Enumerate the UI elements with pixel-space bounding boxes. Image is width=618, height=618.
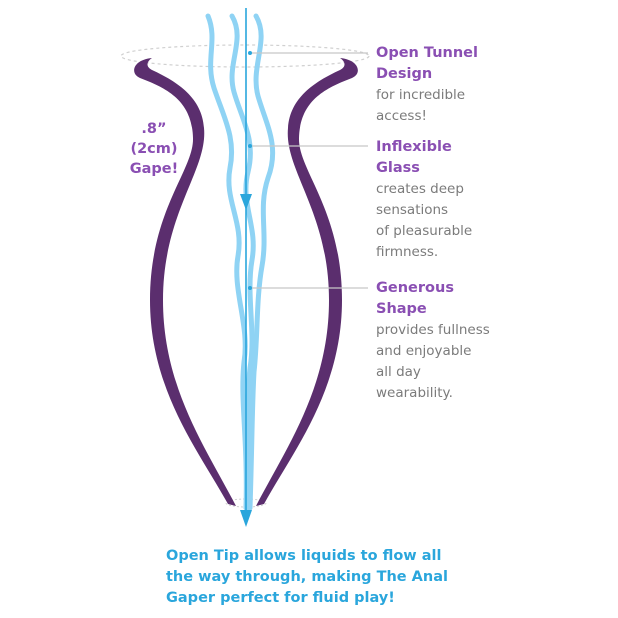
- gape-line-2: (2cm): [130, 141, 178, 157]
- gape-line-1: .8”: [141, 121, 167, 137]
- leader-dots: [248, 51, 252, 290]
- callout-desc: creates deep: [376, 181, 464, 197]
- gape-label: .8” (2cm) Gape!: [118, 119, 190, 179]
- callout-desc: firmness.: [376, 244, 439, 260]
- callout-desc: sensations: [376, 202, 449, 218]
- callout-desc: and enjoyable: [376, 343, 472, 359]
- open-tip-caption: Open Tip allows liquids to flow all the …: [166, 546, 466, 609]
- callout-desc: for incredible: [376, 87, 466, 103]
- tip-line: the way through, making The Anal: [166, 569, 448, 585]
- leader-lines: [250, 52, 368, 289]
- callout-desc: access!: [376, 108, 427, 124]
- callout-desc: all day: [376, 364, 421, 380]
- gape-line-3: Gape!: [129, 161, 179, 177]
- flow-arrow-head-tip: [240, 510, 252, 527]
- callout-desc: of pleasurable: [376, 223, 473, 239]
- flow-arrow: [240, 8, 252, 527]
- top-opening-outline: [120, 44, 370, 68]
- liquid-streams: [205, 13, 276, 511]
- callout-title: Open Tunnel: [376, 45, 478, 61]
- liquid-stream-middle: [229, 13, 256, 511]
- callout-title: Design: [376, 66, 433, 82]
- vase-right-wall: [256, 58, 358, 506]
- callout-title: Shape: [376, 301, 427, 317]
- leader-dot-glass: [248, 144, 252, 148]
- callout-title: Glass: [376, 160, 420, 176]
- callout-desc: provides fullness: [376, 322, 490, 338]
- flow-arrow-head-mid: [240, 194, 252, 210]
- leader-dot-tunnel: [248, 51, 252, 55]
- tip-line: Gaper perfect for fluid play!: [166, 590, 395, 606]
- callout-desc: wearability.: [376, 385, 453, 401]
- vase-left-wall: [134, 58, 236, 506]
- callout-title: Inflexible: [376, 139, 452, 155]
- callout-open-tunnel: Open Tunnel Design for incredible access…: [376, 43, 478, 127]
- liquid-stream-right: [247, 13, 276, 511]
- leader-dot-shape: [248, 286, 252, 290]
- callout-generous-shape: Generous Shape provides fullness and enj…: [376, 278, 490, 404]
- callout-inflexible-glass: Inflexible Glass creates deep sensations…: [376, 137, 472, 263]
- tip-line: Open Tip allows liquids to flow all: [166, 548, 442, 564]
- liquid-stream-left: [205, 13, 249, 511]
- callout-title: Generous: [376, 280, 454, 296]
